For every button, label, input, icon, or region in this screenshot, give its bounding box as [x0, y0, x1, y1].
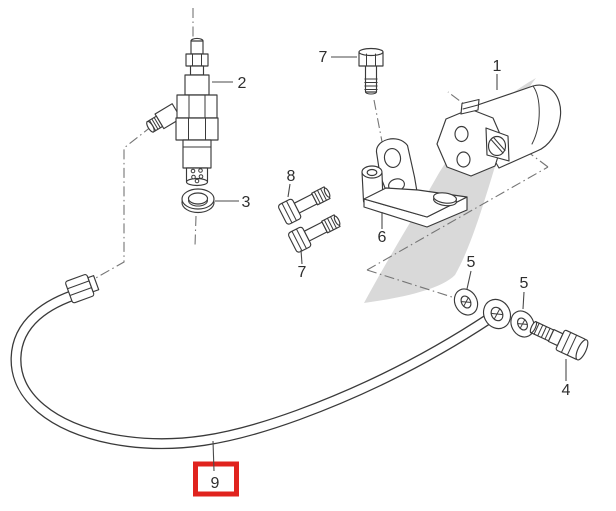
part-bolt-lower: [287, 214, 341, 253]
callout-8-bolt[interactable]: 8: [287, 168, 296, 185]
callout-9-hose[interactable]: 9: [211, 475, 220, 492]
valve-side-port: [146, 103, 182, 133]
highlight-group[interactable]: 9: [193, 440, 239, 497]
part-banjo-bolt: [529, 320, 589, 361]
callout-7-bolt-lower[interactable]: 7: [298, 264, 307, 281]
callout-5-washer-rear[interactable]: 5: [520, 275, 529, 292]
part-bolt-top: [358, 47, 384, 95]
part-washer-front: [453, 288, 479, 316]
part-valve-assembly: [146, 37, 219, 187]
callout-1-cylinder[interactable]: 1: [493, 58, 502, 75]
callout-4-banjo-bolt[interactable]: 4: [562, 382, 571, 399]
part-hose: [10, 274, 496, 450]
part-washer-rear: [510, 310, 535, 338]
leader-lines: [212, 56, 567, 381]
callout-2-valve[interactable]: 2: [238, 75, 247, 92]
callout-7-bolt-top[interactable]: 7: [319, 49, 328, 66]
hose-leader-line: [212, 440, 215, 472]
hose-nut: [65, 274, 100, 304]
highlight-box[interactable]: [193, 461, 239, 497]
part-bracket: [361, 138, 468, 228]
part-seal-ring: [181, 188, 215, 214]
callout-3-seal-ring[interactable]: 3: [242, 194, 251, 211]
valve-tip-holes: [190, 168, 204, 184]
part-bolt-upper: [277, 186, 331, 225]
hose-banjo-eye: [482, 298, 512, 330]
callout-6-bracket[interactable]: 6: [378, 229, 387, 246]
callout-5-washer-front[interactable]: 5: [467, 254, 476, 271]
part-cylinder: [436, 84, 562, 177]
